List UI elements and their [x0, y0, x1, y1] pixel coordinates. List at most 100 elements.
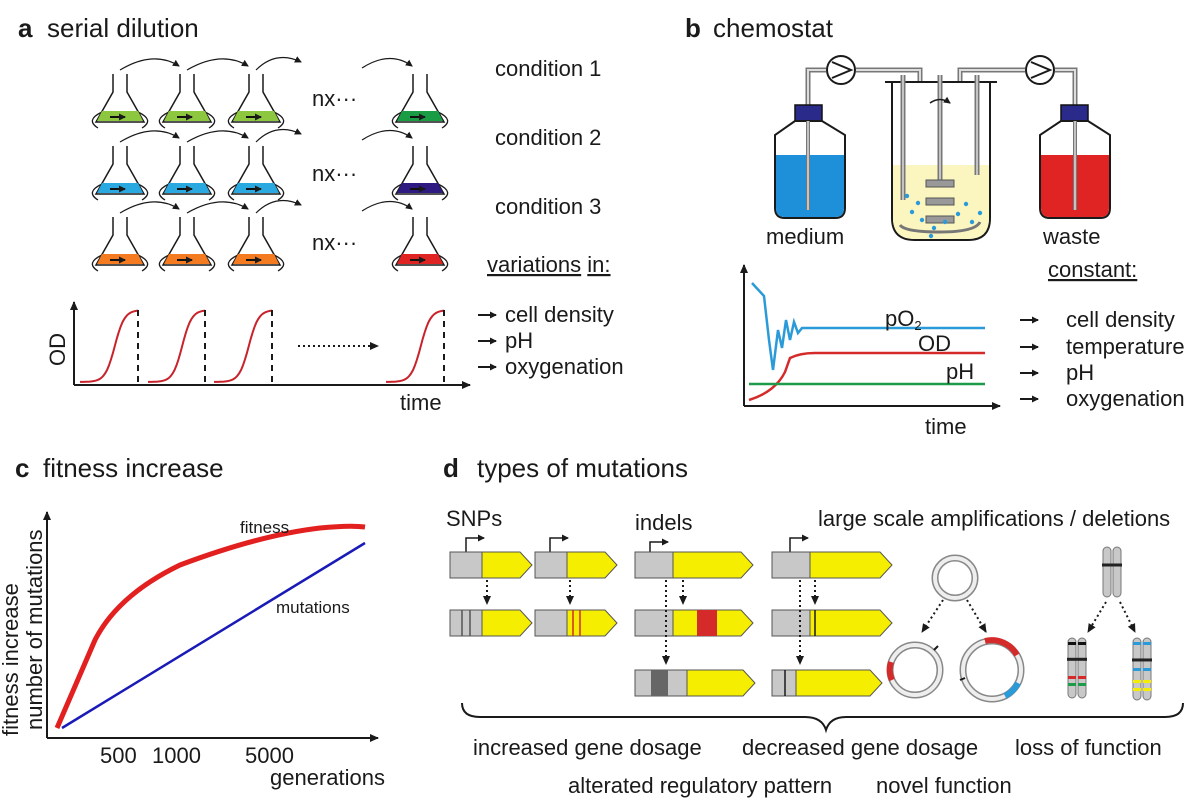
x-tick-500: 500: [100, 743, 137, 768]
mutations-series-label: mutations: [276, 598, 350, 617]
od-line: [748, 351, 985, 402]
chromosome-variant-2: [1132, 637, 1152, 701]
gene-snp-promoter-mutated: [449, 609, 533, 637]
flask-3-1: [91, 201, 180, 272]
air-bubble: [969, 219, 975, 225]
od-growth-curves: [80, 309, 445, 385]
growth-curve-2: [148, 309, 206, 383]
condition-3-label: condition 3: [495, 194, 601, 219]
medium-label: medium: [766, 224, 844, 249]
outflow-pump: [1025, 55, 1055, 85]
promoter-arrow: [549, 534, 569, 552]
nx-label-2: nx···: [312, 161, 357, 186]
constant-list: cell density temperature pH oxygenation: [1020, 307, 1185, 411]
large-scale-label: large scale amplifications / deletions: [818, 506, 1170, 531]
chromosome-diagrams: [1067, 546, 1152, 701]
flask-1-1: [91, 58, 180, 129]
outcome-decreased-gene-dosage: decreased gene dosage: [742, 735, 978, 760]
x-tick-1000: 1000: [152, 743, 201, 768]
transfer-arrow: [186, 201, 249, 214]
chemostat-vessel: [885, 75, 997, 241]
constant-item-temperature: temperature: [1066, 334, 1185, 359]
x-tick-5000: 5000: [245, 743, 294, 768]
chromosome-variant-1: [1067, 637, 1087, 699]
outcome-loss-of-function: loss of function: [1015, 735, 1162, 760]
gene-indel-original: [634, 551, 754, 579]
flask-1-4: [361, 57, 449, 129]
gene-diagrams: [449, 534, 893, 697]
condition-2-label: condition 2: [495, 125, 601, 150]
variations-in: in:: [587, 252, 610, 277]
growth-curve-4: [386, 309, 445, 383]
outcome-increased-gene-dosage: increased gene dosage: [473, 735, 702, 760]
air-bubble: [931, 225, 937, 231]
promoter-arrow: [649, 538, 669, 556]
panel-c: c fitness increase fitness increase numb…: [0, 453, 385, 790]
chromosome-arrow: [1087, 601, 1107, 633]
air-bubble: [942, 219, 948, 225]
variation-item-ph: pH: [505, 328, 533, 353]
flask-2-2: [158, 130, 249, 201]
gene-indel-promoter-deletion: [634, 669, 756, 697]
panel-c-y-label-1: fitness increase: [0, 583, 23, 736]
snps-label: SNPs: [446, 506, 502, 531]
constant-item-cell-density: cell density: [1066, 307, 1175, 332]
fitness-series-label: fitness: [240, 518, 289, 537]
transfer-arrow: [255, 199, 302, 214]
air-bubble: [928, 233, 934, 239]
chemostat-plot: pO2 OD pH time: [740, 264, 1001, 439]
gene-snp-promoter-original: [449, 551, 533, 579]
flask-2-3: [227, 128, 302, 201]
constant-item-oxygenation: oxygenation: [1066, 386, 1185, 411]
nx-label-3: nx···: [312, 230, 357, 255]
outcome-novel-function: novel function: [876, 773, 1012, 798]
gene-indel2-original: [771, 551, 893, 579]
panel-c-x-label: generations: [270, 765, 385, 790]
gene-indel2-deletion: [771, 669, 883, 697]
gene-snp-coding-original: [534, 551, 618, 579]
gene-indel-insertion: [634, 609, 754, 637]
panel-a-x-label: time: [400, 390, 442, 415]
gene-snp-coding-mutated: [534, 609, 618, 637]
panel-d-letter: d: [443, 453, 459, 483]
transfer-arrow: [361, 129, 413, 141]
indels-label: indels: [635, 510, 692, 535]
transfer-arrow: [255, 56, 302, 71]
transfer-arrow: [119, 130, 180, 143]
variation-item-cell-density: cell density: [505, 302, 614, 327]
panel-c-title: fitness increase: [43, 453, 224, 483]
panel-b-title: chemostat: [713, 13, 834, 43]
chromosome-original: [1102, 546, 1122, 598]
growth-curve-3: [214, 309, 273, 383]
promoter-arrow: [465, 534, 485, 552]
panel-a-od-plot: OD time: [45, 301, 471, 415]
flask-2-4: [361, 129, 449, 201]
panel-b: b chemostat: [685, 13, 1185, 439]
flask-3-4: [361, 200, 449, 272]
variations-word: variations: [487, 252, 581, 277]
transfer-arrow: [186, 58, 249, 71]
flask-3-3: [227, 199, 302, 272]
constant-label: constant:: [1048, 257, 1137, 282]
panel-a: a serial dilution nx··· nx··· nx··· cond…: [18, 13, 624, 415]
variation-item-oxygenation: oxygenation: [505, 354, 624, 379]
flask-1-3: [227, 56, 302, 129]
plasmid-diagrams: [886, 554, 1025, 703]
waste-bottle: [1039, 104, 1111, 219]
od-line-label: OD: [918, 331, 951, 356]
transfer-arrow: [186, 130, 249, 143]
outcome-alterated-regulatory-pattern: alterated regulatory pattern: [568, 773, 832, 798]
air-bubble: [919, 217, 925, 223]
air-bubble: [904, 193, 910, 199]
ph-line-label: pH: [946, 359, 974, 384]
transfer-arrow: [119, 201, 180, 214]
growth-curve-1: [80, 309, 139, 383]
condition-1-label: condition 1: [495, 56, 601, 81]
medium-bottle: [774, 104, 846, 219]
panel-d: d types of mutations SNPs indels large s…: [443, 453, 1184, 798]
air-bubble: [963, 201, 969, 207]
panel-a-y-label: OD: [45, 333, 70, 366]
waste-label: waste: [1042, 224, 1100, 249]
flask-1-2: [158, 58, 249, 129]
